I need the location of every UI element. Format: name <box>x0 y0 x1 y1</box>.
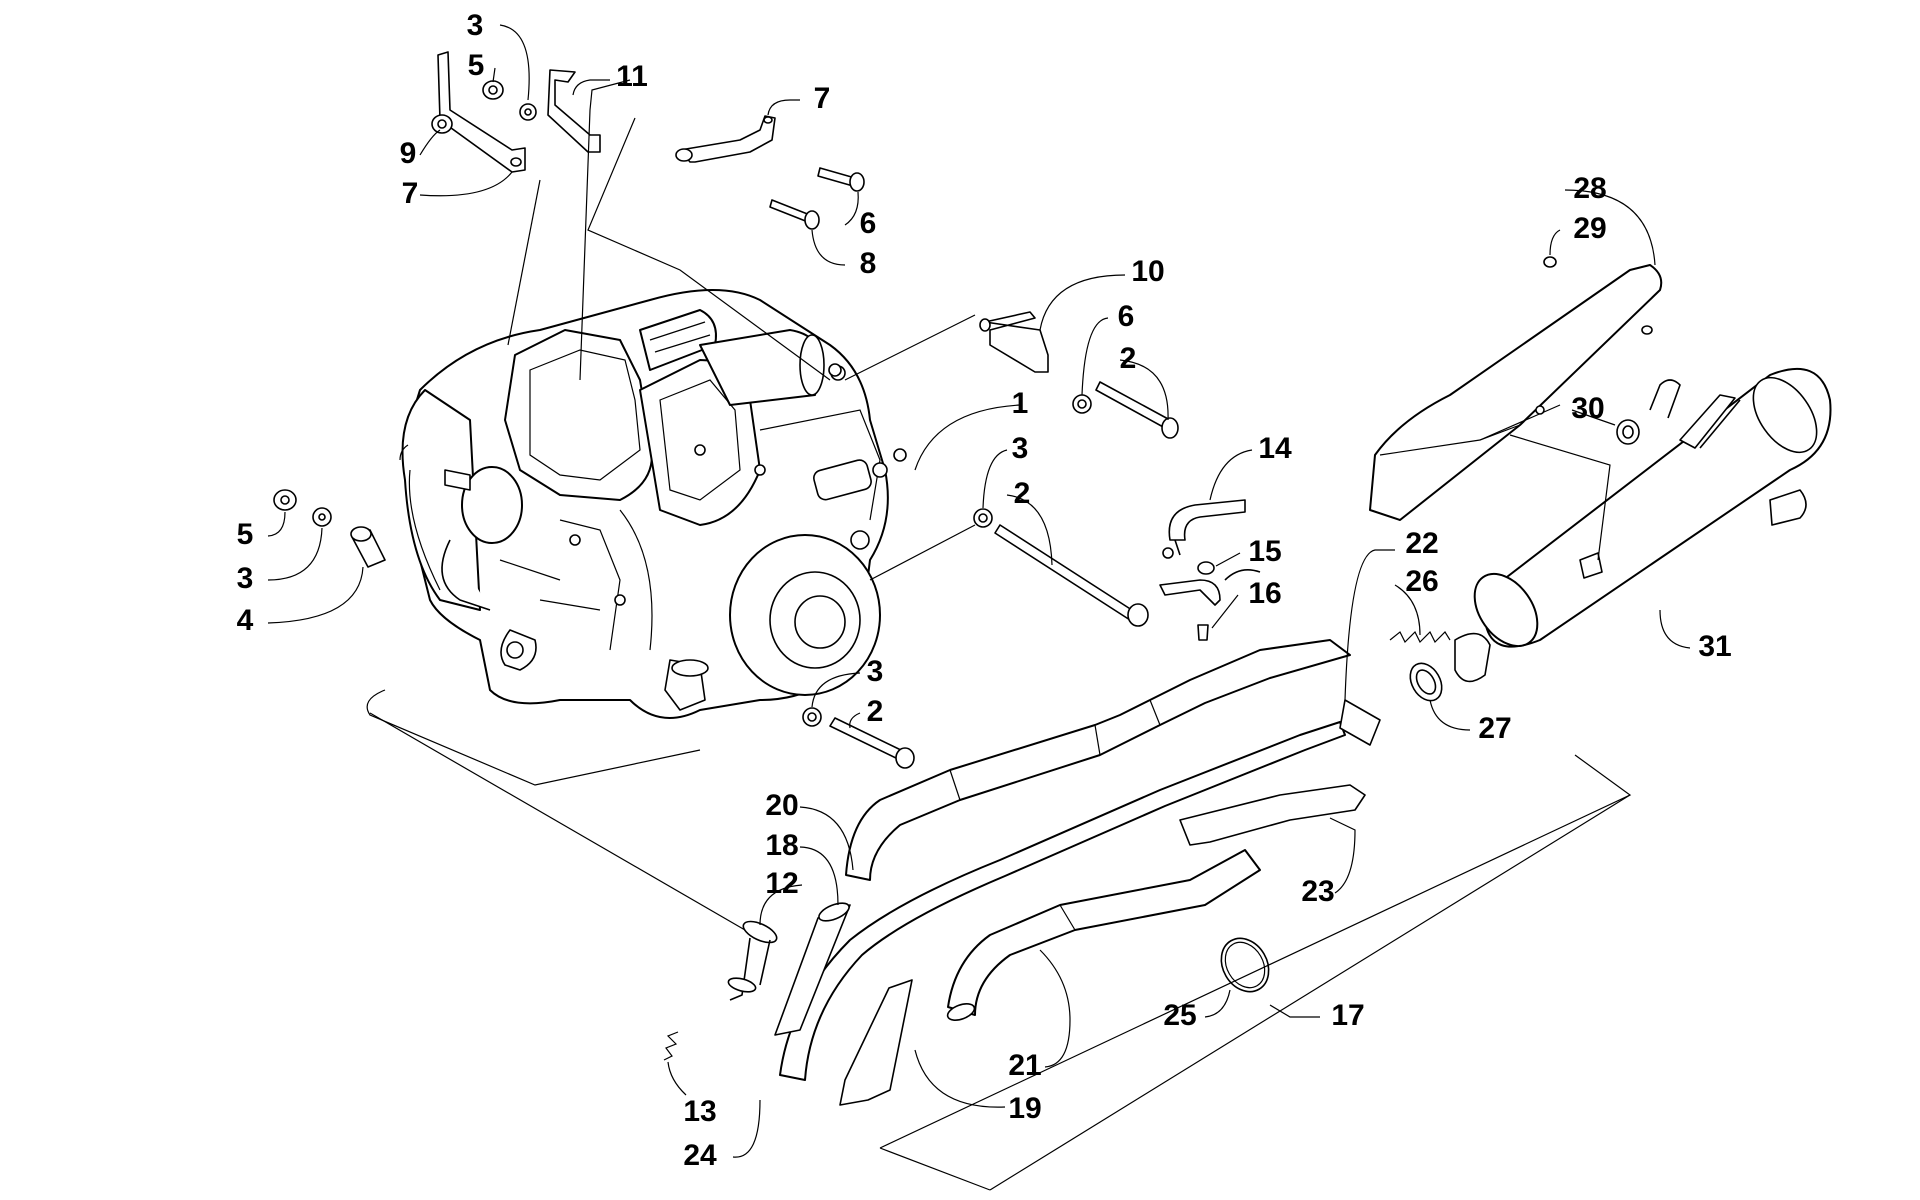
callout-5-left: 5 <box>237 518 254 551</box>
callout-15: 15 <box>1248 535 1281 568</box>
callout-12: 12 <box>765 867 798 900</box>
callout-3-lower: 3 <box>867 655 884 688</box>
callout-6-mid: 6 <box>1118 300 1135 333</box>
leader-lines <box>267 24 1691 1191</box>
callout-24: 24 <box>683 1139 717 1172</box>
callout-9: 9 <box>400 137 417 170</box>
callout-25: 25 <box>1163 999 1196 1032</box>
callout-2-lower: 2 <box>867 695 884 728</box>
callout-4: 4 <box>237 604 254 637</box>
exhaust-pipes <box>663 569 1491 1106</box>
callout-22: 22 <box>1405 527 1438 560</box>
callout-2-long-bolt: 2 <box>1014 477 1031 510</box>
callout-29: 29 <box>1573 212 1606 245</box>
callout-23: 23 <box>1301 875 1334 908</box>
callout-14: 14 <box>1258 432 1292 465</box>
callout-13: 13 <box>683 1095 716 1128</box>
callout-8: 8 <box>860 247 877 280</box>
callout-labels: 3 5 11 7 9 7 6 8 10 6 2 1 3 2 14 15 16 5… <box>237 9 1732 1172</box>
callout-10: 10 <box>1131 255 1164 288</box>
callout-30: 30 <box>1571 392 1604 425</box>
callout-3-mid: 3 <box>1012 432 1029 465</box>
callout-17: 17 <box>1331 999 1364 1032</box>
engine-assembly <box>401 289 907 719</box>
callout-20: 20 <box>765 789 798 822</box>
callout-5-top: 5 <box>468 49 485 82</box>
callout-21: 21 <box>1008 1049 1041 1082</box>
callout-7-top-right: 7 <box>814 82 831 115</box>
callout-11: 11 <box>616 60 648 93</box>
callout-1: 1 <box>1012 387 1029 420</box>
callout-2-mid: 2 <box>1120 342 1137 375</box>
callout-7-left: 7 <box>402 177 419 210</box>
callout-3-top: 3 <box>467 9 484 42</box>
callout-6-top: 6 <box>860 207 877 240</box>
callout-31: 31 <box>1698 630 1731 663</box>
callout-28: 28 <box>1573 172 1606 205</box>
muffler <box>1473 367 1832 648</box>
callout-16: 16 <box>1248 577 1281 610</box>
callout-27: 27 <box>1478 712 1511 745</box>
callout-26: 26 <box>1405 565 1438 598</box>
callout-19: 19 <box>1008 1092 1041 1125</box>
callout-18: 18 <box>765 829 798 862</box>
engine-mount-brackets <box>273 51 1246 769</box>
callout-3-left: 3 <box>237 562 254 595</box>
heat-shield <box>1369 256 1663 521</box>
